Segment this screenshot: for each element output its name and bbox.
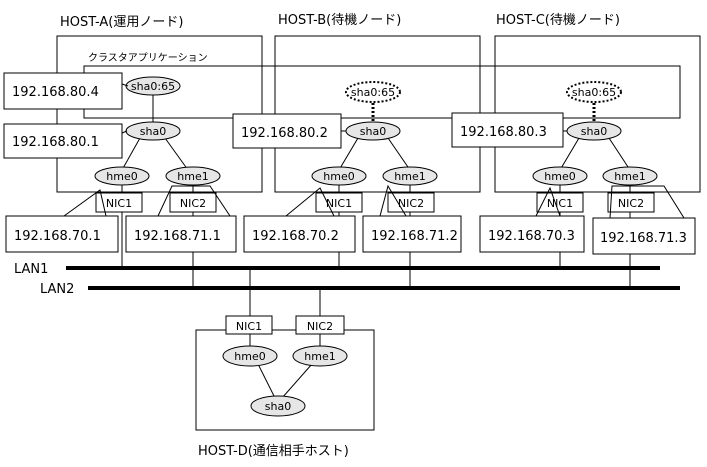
a-sha0-address-box: [3, 123, 123, 159]
a-sha0-65-label: sha0:65: [131, 80, 175, 93]
b-hme0-pointer: [285, 187, 335, 217]
c-nic1-label: NIC1: [547, 197, 573, 210]
a-sha0-label: sha0: [140, 125, 166, 138]
a-nic2-label: NIC2: [180, 197, 206, 210]
d-nic2: [295, 315, 345, 335]
a-takeover-address-box: [3, 72, 123, 110]
a-hme0-node: [94, 166, 150, 186]
c-sha0-address: 192.168.80.3: [460, 125, 547, 140]
b-nic2-label: NIC2: [398, 197, 424, 210]
d-nic1: [225, 315, 273, 335]
link-a-sha0-hme1: [164, 137, 189, 171]
d-hme1-label: hme1: [304, 350, 335, 363]
c-hme0-node: [532, 166, 588, 186]
b-sha0-65-node: [345, 81, 401, 103]
link-b-sha0-hme1: [387, 137, 411, 171]
b-hme1-label: hme1: [394, 170, 425, 183]
host-d-title: HOST-D(通信相手ホスト): [198, 444, 349, 459]
c-hme0-address-box: [479, 215, 585, 253]
host-b-title: HOST-B(待機ノード): [278, 13, 401, 28]
b-sha0-label: sha0: [360, 125, 386, 138]
link-c-sha0-hme0: [559, 137, 580, 171]
lan2-label: LAN2: [40, 282, 74, 297]
a-takeover-address: 192.168.80.4: [12, 85, 99, 100]
a-takeover-pointer: [121, 83, 129, 87]
b-hme1-address-box: [362, 215, 462, 253]
b-hme0-address: 192.168.70.2: [252, 229, 339, 244]
a-hme1-address: 192.168.71.1: [134, 229, 221, 244]
d-hme0-label: hme0: [234, 350, 265, 363]
c-hme0-label: hme0: [544, 170, 575, 183]
a-hme0-pointer: [63, 189, 107, 217]
c-hme1-label: hme1: [614, 170, 645, 183]
d-nic1-label: NIC1: [236, 320, 262, 333]
b-sha0-address-box: [232, 113, 342, 149]
b-sha0-65-label: sha0:65: [351, 86, 395, 99]
host-a-title: HOST-A(運用ノード): [60, 15, 183, 30]
link-c-sha0-hme1: [608, 137, 631, 171]
link-d-hme1-sha0: [281, 363, 313, 399]
d-hme1-node: [292, 345, 348, 367]
a-hme0-address: 192.168.70.1: [14, 229, 101, 244]
a-sha0-65-node: [125, 76, 181, 96]
b-hme0-label: hme0: [323, 170, 354, 183]
link-a-sha0-hme0: [121, 137, 141, 171]
d-sha0-label: sha0: [265, 400, 291, 413]
a-hme1-label: hme1: [177, 170, 208, 183]
b-nic1: [315, 192, 363, 213]
a-nic2: [169, 192, 217, 213]
b-hme0-address-box: [243, 215, 356, 253]
b-nic1-label: NIC1: [326, 197, 352, 210]
c-sha0-label: sha0: [581, 125, 607, 138]
b-hme0-node: [311, 166, 367, 186]
a-hme1-pointer: [157, 185, 231, 217]
b-nic2: [387, 192, 435, 213]
d-nic2-label: NIC2: [307, 320, 333, 333]
lan1-label: LAN1: [14, 262, 48, 277]
c-hme1-address: 192.168.71.3: [600, 231, 687, 246]
link-d-hme0-sha0: [257, 363, 276, 399]
a-nic1-label: NIC1: [106, 197, 132, 210]
a-hme0-address-box: [5, 215, 119, 253]
host-c-title: HOST-C(待機ノード): [496, 13, 620, 28]
cluster-application-label: クラスタアプリケーション: [88, 52, 208, 64]
link-b-sha0-hme0: [338, 137, 359, 171]
c-sha0-65-node: [566, 81, 622, 103]
c-hme1-address-box: [592, 217, 696, 255]
a-sha0-address: 192.168.80.1: [12, 135, 99, 150]
a-hme1-node: [165, 166, 221, 186]
c-nic2-label: NIC2: [618, 197, 644, 210]
host-d-box: [195, 329, 375, 431]
b-hme1-address: 192.168.71.2: [371, 229, 458, 244]
a-hme1-address-box: [125, 215, 237, 253]
b-hme1-node: [382, 166, 438, 186]
c-sha0-address-box: [451, 112, 564, 148]
a-sha0-pointer: [121, 130, 128, 134]
a-hme0-label: hme0: [106, 170, 137, 183]
c-hme0-address: 192.168.70.3: [488, 229, 575, 244]
c-nic1: [536, 192, 584, 213]
c-hme0-pointer: [535, 186, 561, 217]
b-sha0-address: 192.168.80.2: [241, 126, 328, 141]
c-sha0-65-label: sha0:65: [572, 86, 616, 99]
d-hme0-node: [222, 345, 278, 367]
a-nic1: [95, 192, 143, 213]
d-sha0-node: [250, 395, 306, 417]
c-nic2: [607, 192, 655, 213]
b-hme1-pointer: [379, 184, 407, 217]
c-hme1-pointer: [609, 185, 685, 219]
c-hme1-node: [602, 166, 658, 186]
